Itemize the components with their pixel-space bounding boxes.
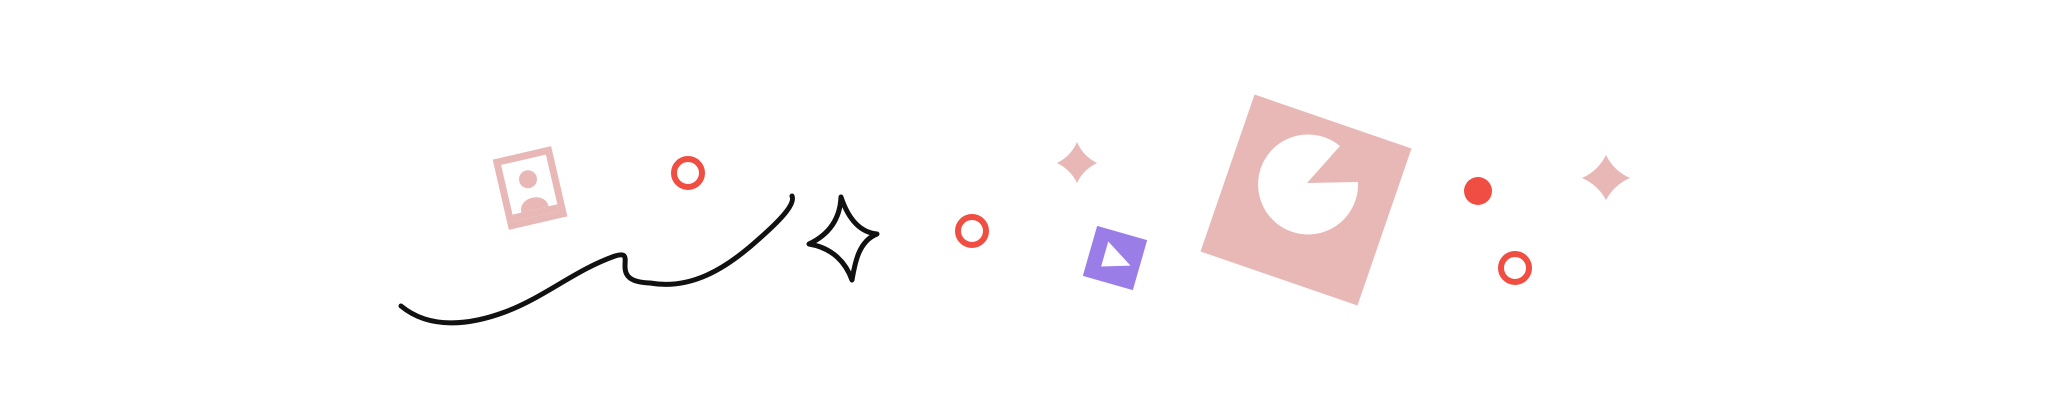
play-card-icon	[1082, 225, 1148, 291]
sparkle-icon	[1057, 142, 1097, 183]
ring-icon	[671, 156, 705, 190]
dot-icon	[1464, 177, 1492, 205]
sparkle-outline-icon	[806, 194, 880, 283]
photo-frame-icon	[492, 146, 568, 230]
pie-chart-glyph	[1258, 134, 1359, 235]
ring-icon	[1498, 251, 1532, 285]
sparkle-icon	[1582, 155, 1630, 200]
squiggle-line-icon	[398, 193, 795, 326]
ring-icon	[955, 214, 989, 248]
